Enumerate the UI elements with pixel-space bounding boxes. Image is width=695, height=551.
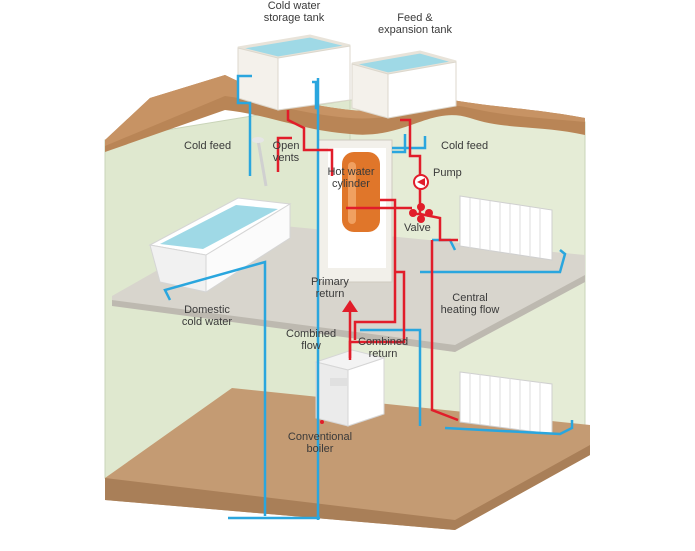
ground-floor-edge	[105, 445, 590, 530]
pump-arrow	[417, 178, 425, 186]
hot-water-cylinder-body	[342, 152, 380, 232]
cold-water-pipes	[163, 74, 574, 520]
cold-water-storage-tank	[237, 34, 351, 111]
valve-icon	[409, 203, 433, 223]
upper-floor-edge	[112, 275, 585, 352]
label-valve: Valve	[404, 222, 431, 234]
shower-head	[252, 137, 268, 187]
conventional-boiler	[314, 349, 386, 427]
label-feed-expansion-tank: Feed &expansion tank	[378, 12, 452, 36]
label-cold-feed-left: Cold feed	[184, 140, 232, 152]
flow-arrow-icon	[342, 300, 358, 312]
label-pump: Pump	[433, 167, 462, 179]
feed-expansion-tank	[351, 50, 457, 119]
roof-top	[105, 75, 585, 146]
upper-radiator	[459, 195, 553, 261]
label-cold-feed-right: Cold feed	[441, 140, 489, 152]
bath	[148, 197, 292, 293]
